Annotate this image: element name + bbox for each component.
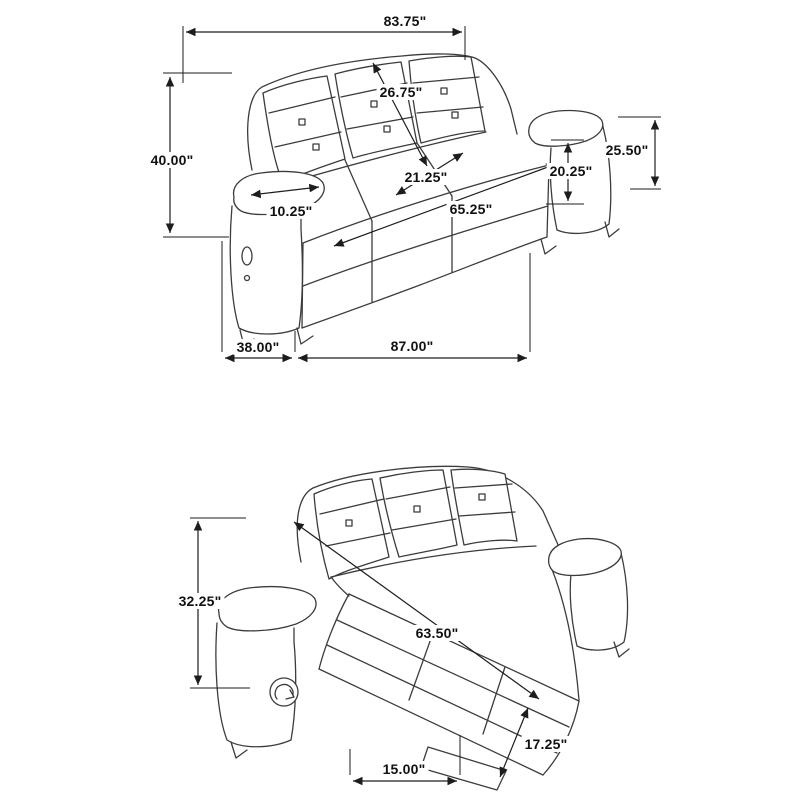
dim-arm-height-label: 25.50" — [602, 142, 652, 158]
dim-back-cushion-arrow — [372, 62, 428, 167]
dim-armrest-width-arrow — [250, 183, 320, 199]
dim-diagonal-width-arrow — [293, 521, 540, 700]
dim-footrest-height-label: 17.25" — [521, 736, 571, 752]
dim-armrest-width-label: 10.25" — [266, 203, 316, 219]
dim-overall-width-label: 83.75" — [380, 13, 430, 29]
dim-seat-width-arrow — [333, 163, 557, 247]
dim-seat-height-label: 20.25" — [546, 163, 596, 179]
dim-seat-width-label: 65.25" — [446, 201, 496, 217]
dim-back-cushion-height-label: 26.75" — [376, 84, 426, 100]
dim-seat-depth-label: 21.25" — [401, 169, 451, 185]
dim-reclined-back-height-label: 32.25" — [175, 593, 225, 609]
dim-base-depth-label: 38.00" — [233, 339, 283, 355]
dim-reclined-length-label: 87.00" — [387, 338, 437, 354]
dim-footrest-height-arrow — [499, 707, 529, 778]
recline-handle-icon — [269, 677, 299, 707]
dim-diagonal-width-label: 63.50" — [412, 625, 462, 641]
dim-footrest-width-label: 15.00" — [379, 761, 429, 777]
dim-overall-height-label: 40.00" — [147, 152, 197, 168]
upright-dimension-lines — [163, 26, 661, 363]
